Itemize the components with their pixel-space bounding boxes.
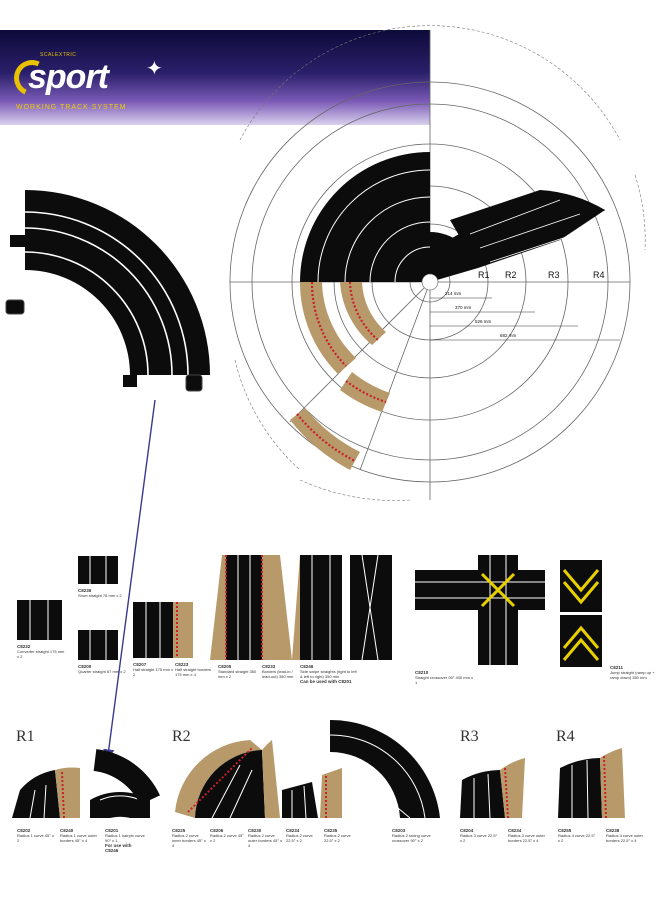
group-label-r2: R2 [172, 728, 191, 745]
diagram-label-r4: R4 [593, 270, 605, 280]
brand-tagline: WORKING TRACK SYSTEM [16, 104, 127, 111]
group-label-r3: R3 [460, 728, 479, 745]
curve-pieces [12, 719, 625, 819]
diagram-label-r2: R2 [505, 270, 517, 280]
arrow-icon [103, 399, 156, 761]
dimension-label: 214 mm [445, 291, 462, 296]
brand-small-text: SCALEXTRIC [40, 52, 77, 58]
brand-banner [0, 30, 430, 125]
dimension-label: 682 mm [500, 333, 517, 338]
straight-pieces [17, 554, 602, 667]
diagram-label-r3: R3 [548, 270, 560, 280]
group-label-r4: R4 [556, 728, 575, 745]
diagram-label-r1: R1 [478, 270, 490, 280]
group-label-r1: R1 [16, 728, 35, 745]
brand-name: sport [28, 58, 109, 96]
star-icon: ✦ [146, 58, 163, 80]
dimension-label: 370 mm [455, 305, 472, 310]
dimension-label: 526 mm [475, 319, 492, 324]
border-pieces [290, 282, 390, 470]
